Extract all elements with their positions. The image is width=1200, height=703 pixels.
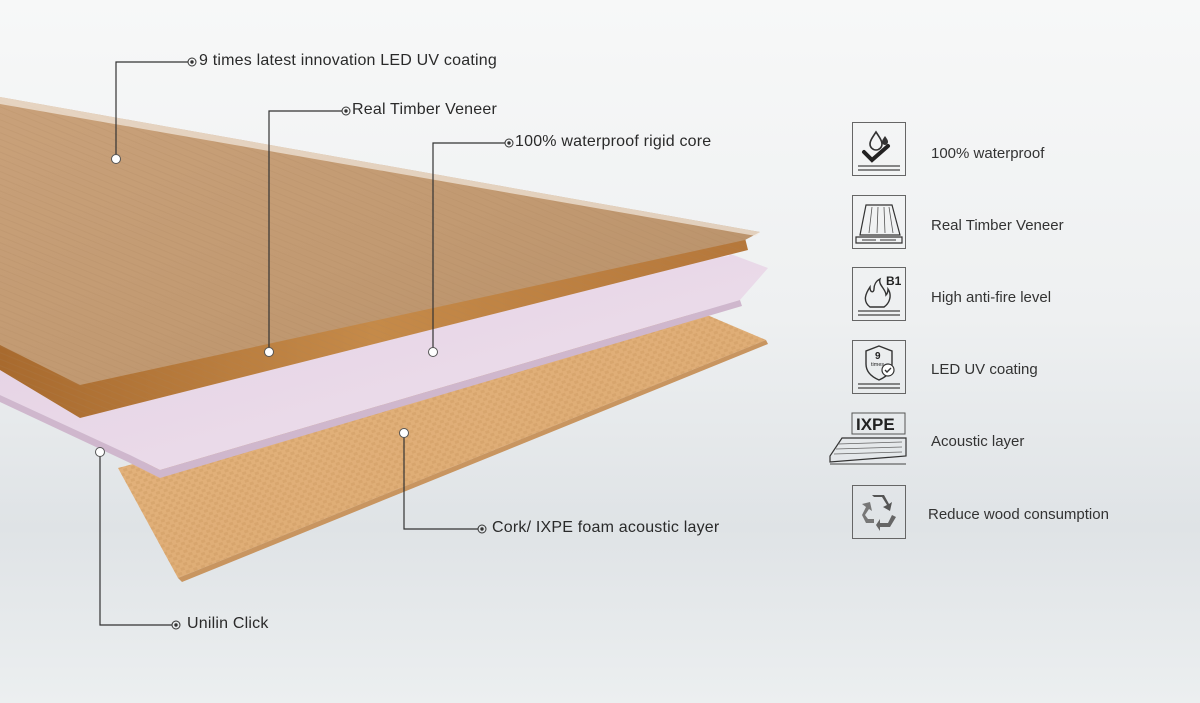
timber-veneer-icon xyxy=(852,195,906,249)
feature-recycle-label: Reduce wood consumption xyxy=(928,506,1109,523)
feature-ixpe-label: Acoustic layer xyxy=(931,433,1025,450)
uv-coating-icon: 9 times xyxy=(852,340,906,394)
feature-waterproof-label: 100% waterproof xyxy=(931,145,1045,162)
fire-icon-text: B1 xyxy=(886,274,902,288)
waterproof-icon xyxy=(852,122,906,176)
ixpe-icon: IXPE xyxy=(829,412,907,465)
uv-icon-subtext: times xyxy=(871,362,884,368)
anchor-dot-click xyxy=(95,447,105,457)
callout-rigid-core: 100% waterproof rigid core xyxy=(515,133,712,150)
leader-acoustic-layer xyxy=(403,433,478,530)
callout-timber-veneer: Real Timber Veneer xyxy=(352,101,498,118)
leader-uv-coating xyxy=(115,61,188,159)
leader-unilin-click xyxy=(99,452,172,626)
callout-uv-coating: 9 times latest innovation LED UV coating xyxy=(199,52,497,69)
acoustic-foam-layer xyxy=(118,312,768,582)
uv-coated-wood-plank xyxy=(0,97,760,385)
feature-uv-coating-label: LED UV coating xyxy=(931,361,1038,378)
recycle-icon xyxy=(852,485,906,539)
leader-rigid-core xyxy=(432,142,505,352)
anchor-dot-foam xyxy=(399,428,409,438)
timber-veneer-layer xyxy=(0,238,748,418)
feature-timber-veneer-label: Real Timber Veneer xyxy=(931,217,1064,234)
ixpe-icon-text: IXPE xyxy=(856,415,895,434)
anchor-dot-veneer xyxy=(264,347,274,357)
anchor-dots xyxy=(95,154,438,457)
callout-unilin-click: Unilin Click xyxy=(187,615,269,632)
leader-timber-veneer xyxy=(268,110,342,352)
feature-fire-label: High anti-fire level xyxy=(931,289,1052,306)
label-markers xyxy=(171,57,514,630)
leader-lines xyxy=(99,61,505,626)
fire-icon: B1 xyxy=(852,267,906,321)
callout-acoustic-layer: Cork/ IXPE foam acoustic layer xyxy=(492,519,720,536)
anchor-dot-uv xyxy=(111,154,121,164)
anchor-dot-core xyxy=(428,347,438,357)
uv-icon-number: 9 xyxy=(875,351,881,362)
